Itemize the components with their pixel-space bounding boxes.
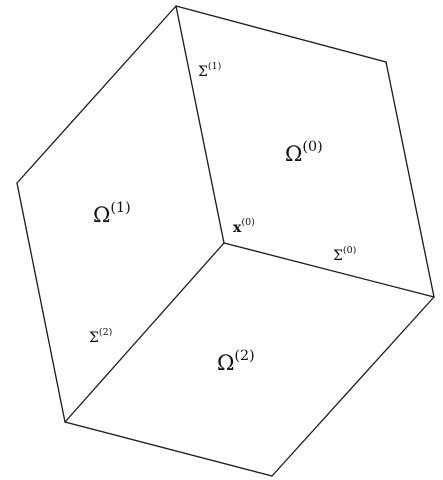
interface-label-sigma-0: Σ(0): [333, 245, 356, 264]
interface-label-sigma-2: Σ(2): [89, 327, 112, 346]
edge-bottom-right: [271, 296, 435, 477]
edge-right: [385, 61, 435, 298]
edge-left: [16, 182, 66, 423]
interface-edge-sigma-0: [223, 242, 435, 298]
region-label-omega-2: Ω(2): [217, 348, 255, 375]
edge-bottom-left: [64, 421, 273, 477]
interface-edge-sigma-2: [64, 242, 225, 423]
point-label-x0: x(0): [233, 217, 255, 236]
interface-label-sigma-1: Σ(1): [198, 61, 221, 80]
interface-edge-sigma-1: [175, 5, 225, 244]
edge-top-left: [16, 5, 177, 184]
region-label-omega-1: Ω(1): [93, 200, 131, 227]
edge-top-right: [175, 5, 387, 63]
region-label-omega-0: Ω(0): [285, 139, 323, 166]
